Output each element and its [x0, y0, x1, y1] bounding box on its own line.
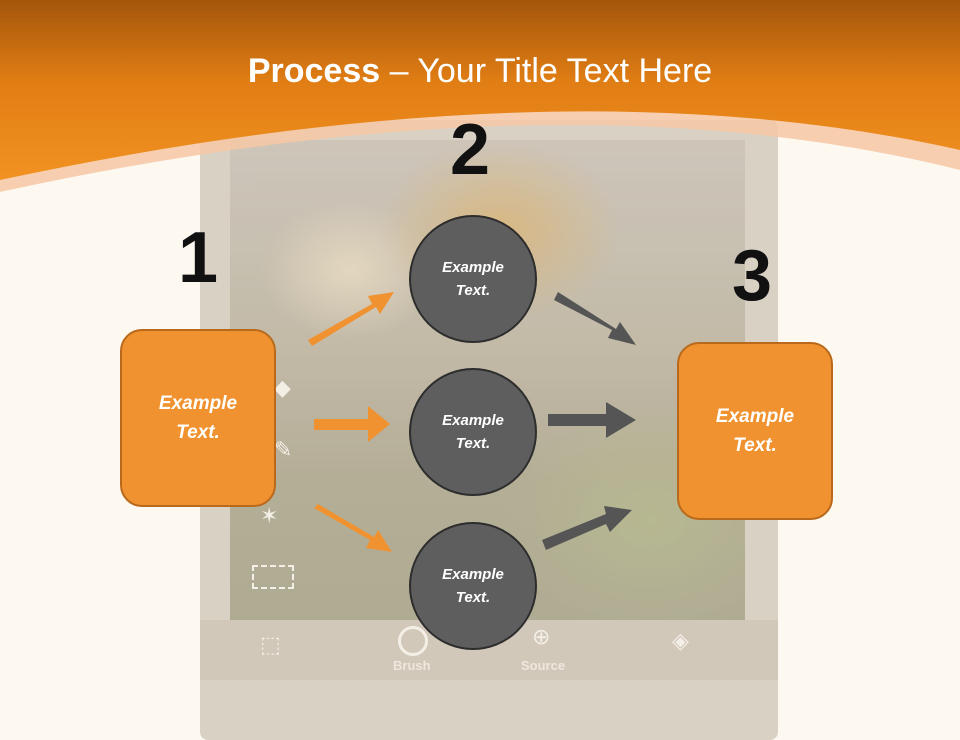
arrow-up-right-orange — [308, 292, 394, 346]
arrow-down-right-gray — [554, 292, 636, 345]
circle-bottom-line2: Text. — [455, 589, 491, 606]
circle-top-line1: Example — [442, 259, 504, 276]
eraser-icon: ⬚ — [260, 632, 281, 657]
marquee-select-icon — [252, 565, 294, 589]
circle-top-line2: Text. — [455, 282, 491, 299]
process-circle-top: Example Text. — [409, 215, 537, 343]
title-rest: – Your Title Text Here — [380, 52, 713, 90]
page-title: Process – Your Title Text Here — [0, 52, 960, 91]
orange-arrows — [308, 292, 394, 552]
arrow-down-right-orange — [314, 504, 392, 552]
source-crosshair-icon: ⊕ — [532, 624, 551, 649]
arrow-up-right-gray — [542, 506, 632, 550]
step-number-1: 1 — [178, 218, 219, 298]
pencil-icon: ✎ — [274, 437, 293, 462]
arrow-right-orange — [314, 406, 390, 442]
step-number-2: 2 — [450, 110, 491, 190]
right-box-line1: Example — [715, 406, 795, 427]
left-box-line2: Text. — [176, 422, 220, 443]
process-arrows — [308, 292, 636, 552]
step-number-3: 3 — [732, 236, 773, 316]
right-box-line2: Text. — [733, 435, 777, 456]
brush-circle-icon — [398, 626, 428, 656]
process-circle-bottom: Example Text. — [409, 522, 537, 650]
gray-arrows — [542, 292, 636, 550]
source-label: Source — [521, 658, 566, 673]
process-circle-middle: Example Text. — [409, 368, 537, 496]
magic-wand-icon: ✶ — [260, 503, 279, 528]
left-box-line1: Example — [158, 393, 238, 414]
arrow-right-gray — [548, 402, 636, 438]
header-band — [0, 0, 960, 192]
layers-add-icon: ◈ — [672, 628, 689, 653]
left-process-box: Example Text. — [120, 329, 276, 507]
circle-middle-line2: Text. — [455, 435, 491, 452]
title-bold: Process — [247, 52, 381, 90]
eraser-icon: ◆ — [274, 375, 291, 400]
right-process-box: Example Text. — [677, 342, 833, 520]
header-main-shape — [0, 0, 960, 180]
circle-middle-line1: Example — [442, 412, 504, 429]
brush-label: Brush — [393, 658, 431, 673]
circle-bottom-line1: Example — [442, 566, 504, 583]
